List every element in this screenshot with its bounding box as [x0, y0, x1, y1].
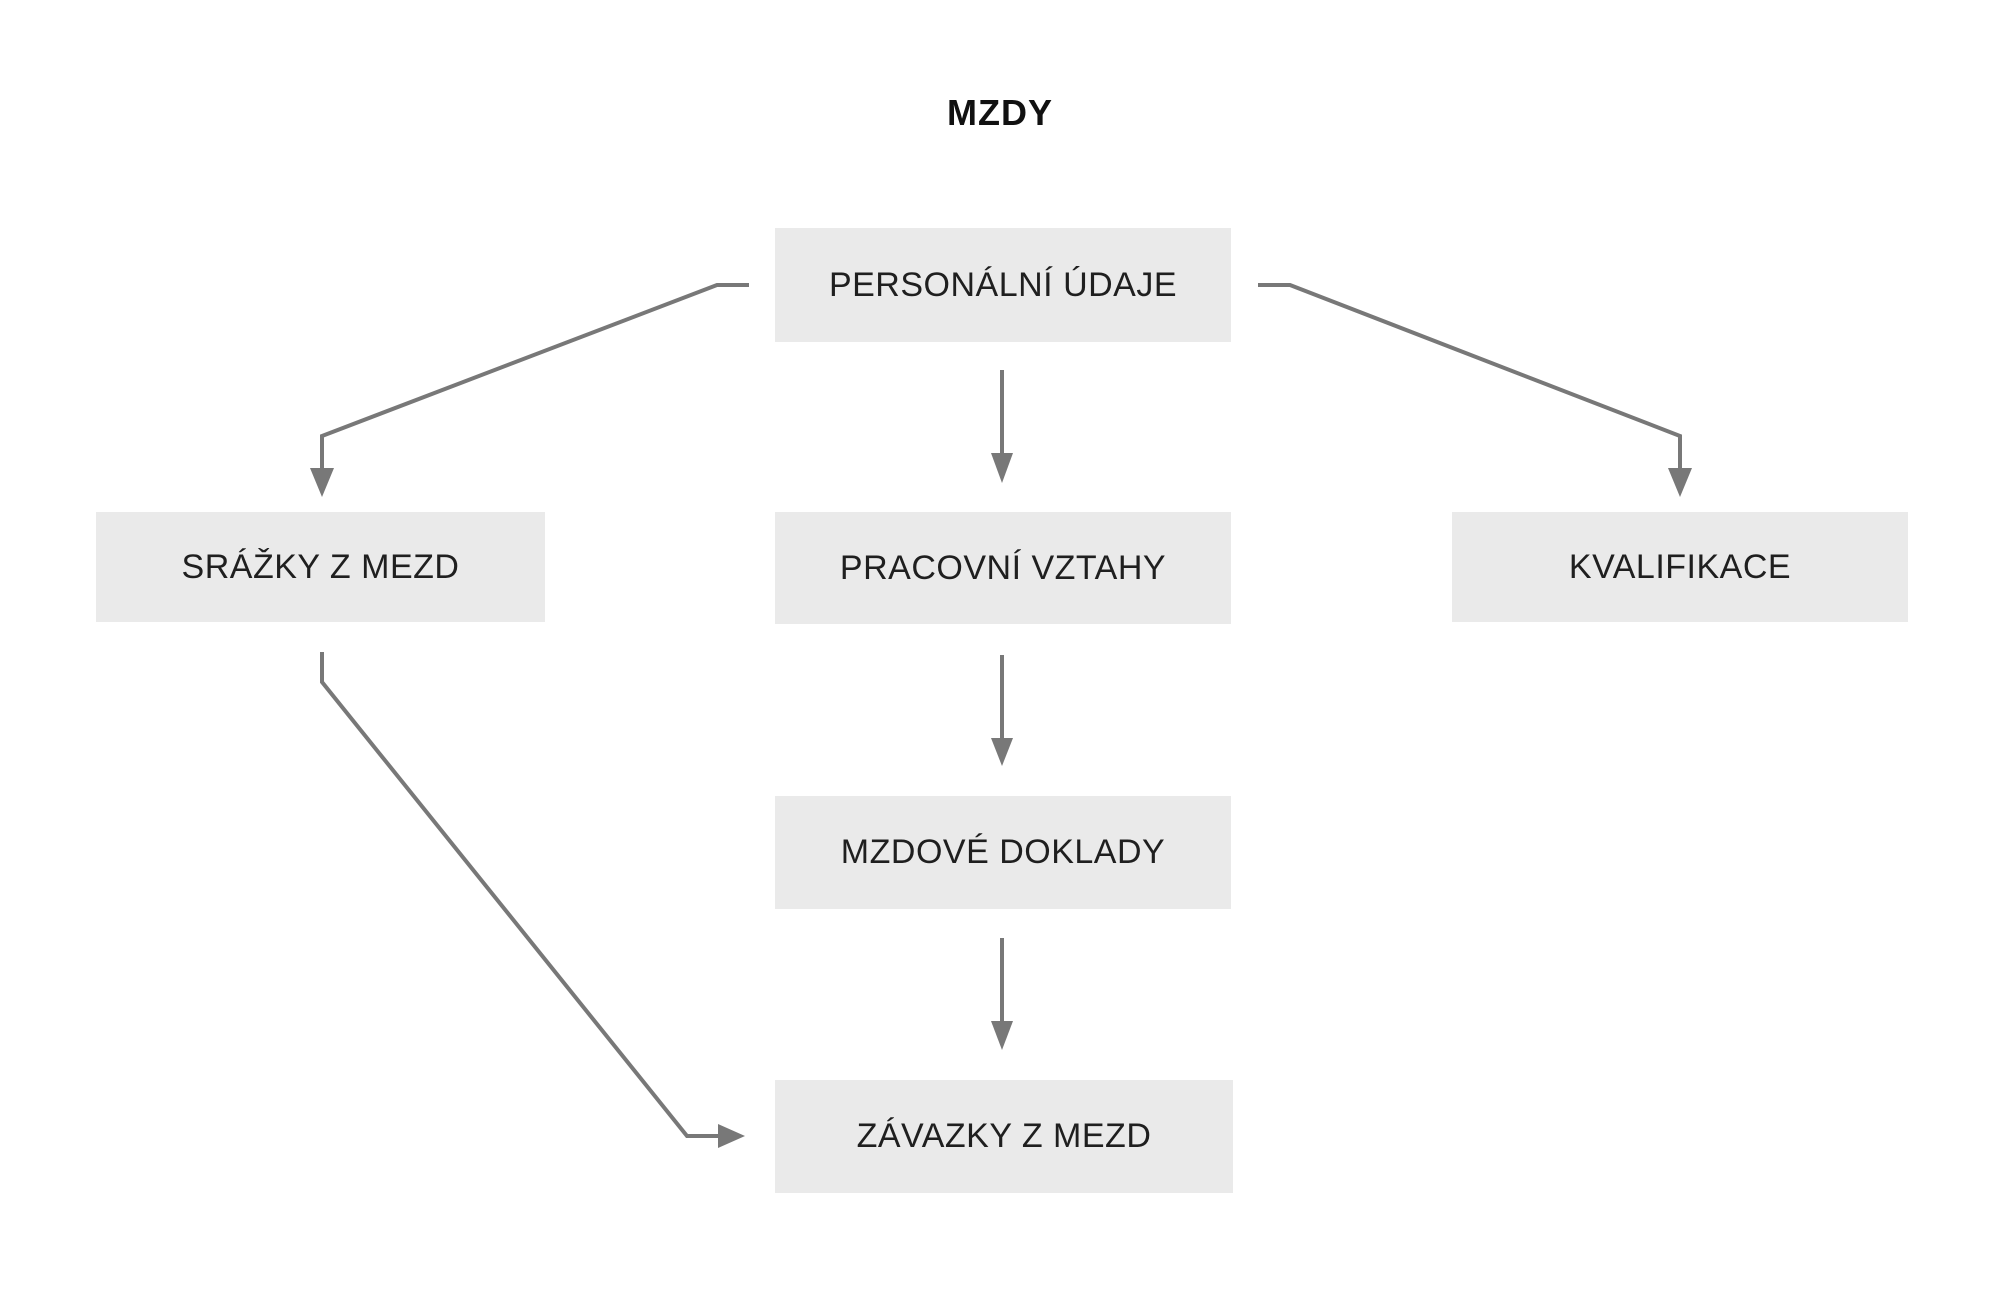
node-srazky-z-mezd: SRÁŽKY Z MEZD — [96, 512, 545, 622]
diagram-title: MZDY — [947, 92, 1053, 133]
edge-personalni-to-kvalifikace — [1258, 283, 1692, 497]
node-pracovni-vztahy: PRACOVNÍ VZTAHY — [775, 512, 1231, 624]
node-personalni-udaje: PERSONÁLNÍ ÚDAJE — [775, 228, 1231, 342]
edge-pracovni-to-mzdove — [991, 655, 1013, 766]
edge-srazky-to-zavazky — [320, 652, 745, 1148]
edge-mzdove-to-zavazky — [991, 938, 1013, 1050]
edge-personalni-to-pracovni — [991, 370, 1013, 483]
node-kvalifikace: KVALIFIKACE — [1452, 512, 1908, 622]
node-mzdove-doklady: MZDOVÉ DOKLADY — [775, 796, 1231, 909]
node-zavazky-z-mezd: ZÁVAZKY Z MEZD — [775, 1080, 1233, 1193]
edge-personalni-to-srazky — [310, 283, 749, 497]
